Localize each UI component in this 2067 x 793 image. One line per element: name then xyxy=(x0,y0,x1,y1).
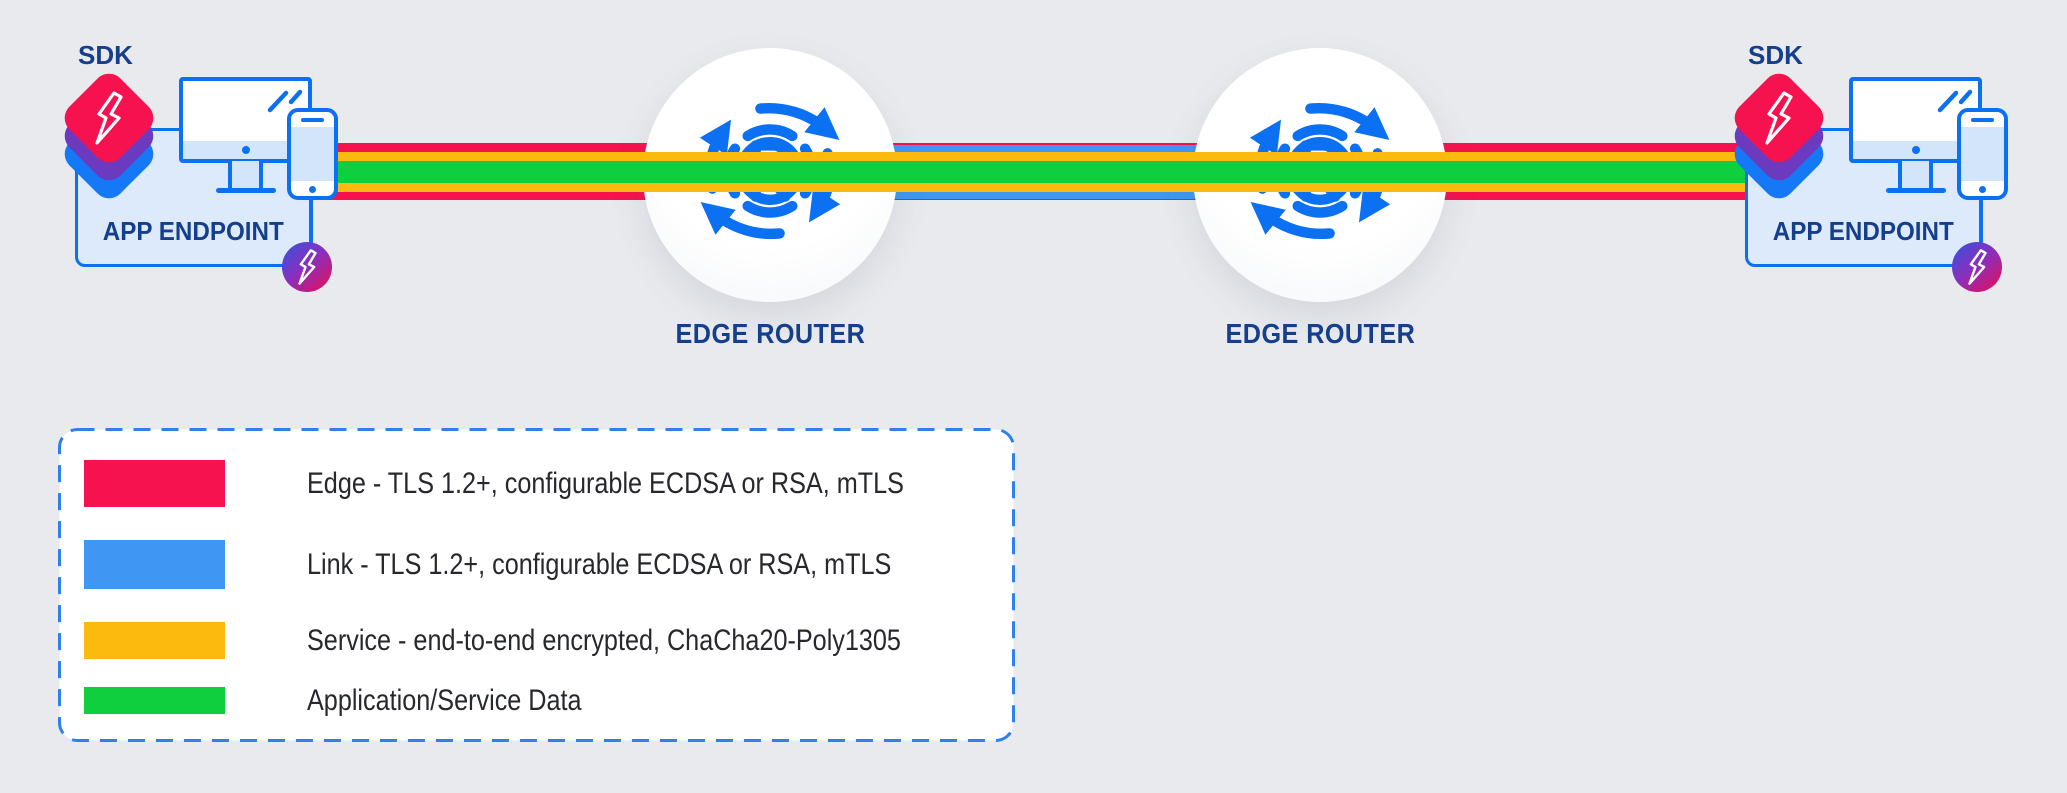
sdk-label: SDK xyxy=(1748,40,1803,70)
sdk-label: SDK xyxy=(78,40,133,70)
legend-dashed-border xyxy=(58,428,1015,742)
legend-row: Application/Service Data xyxy=(84,684,634,717)
endpoint-connector-line xyxy=(309,197,313,247)
ziti-bolt-icon xyxy=(1765,91,1793,145)
sdk-stack-icon xyxy=(58,67,160,169)
edge-router-label: EDGE ROUTER xyxy=(1225,318,1415,349)
legend-swatch-data xyxy=(84,687,225,714)
monitor-stand xyxy=(228,161,263,191)
endpoint-connector-line xyxy=(1979,197,1983,247)
phone-home-dot xyxy=(1979,186,1986,193)
phone-speaker xyxy=(1971,118,1994,122)
app-endpoint-left: SDK xyxy=(0,0,420,340)
legend-row: Edge - TLS 1.2+, configurable ECDSA or R… xyxy=(84,460,1018,507)
monitor-bezel xyxy=(1853,141,1978,159)
ziti-badge-icon xyxy=(282,242,332,292)
monitor-button-dot xyxy=(1912,146,1920,154)
app-endpoint-label: APP ENDPOINT xyxy=(103,216,284,246)
stripe-service-bottom xyxy=(310,183,1747,192)
monitor-base xyxy=(1886,188,1946,193)
legend-label: Service - end-to-end encrypted, ChaCha20… xyxy=(307,623,901,657)
legend-swatch-edge xyxy=(84,460,225,507)
legend-label: Link - TLS 1.2+, configurable ECDSA or R… xyxy=(307,547,892,581)
ziti-badge-icon xyxy=(1952,242,2002,292)
legend-label: Application/Service Data xyxy=(307,683,582,717)
monitor-bezel xyxy=(183,141,308,159)
phone-screen xyxy=(291,127,334,181)
legend-row: Link - TLS 1.2+, configurable ECDSA or R… xyxy=(84,540,1003,589)
stripe-link-bottom xyxy=(770,192,1320,199)
wireless-signal-icon xyxy=(1937,89,1973,113)
badge-bolt-icon xyxy=(1967,249,1987,285)
smartphone-icon xyxy=(1957,108,2008,200)
legend-box: Edge - TLS 1.2+, configurable ECDSA or R… xyxy=(58,428,1015,742)
app-endpoint-right: SDK xyxy=(1670,0,2067,340)
phone-home-dot xyxy=(309,186,316,193)
legend-swatch-service xyxy=(84,622,225,659)
legend-label: Edge - TLS 1.2+, configurable ECDSA or R… xyxy=(307,466,904,500)
stripe-service-top xyxy=(310,152,1747,161)
monitor-button-dot xyxy=(242,146,250,154)
monitor-base xyxy=(216,188,276,193)
legend-swatch-link xyxy=(84,540,225,589)
legend-row: Service - end-to-end encrypted, ChaCha20… xyxy=(84,622,1014,659)
stripe-application-data xyxy=(310,161,1747,183)
edge-router-label: EDGE ROUTER xyxy=(675,318,865,349)
wireless-signal-icon xyxy=(267,89,303,113)
phone-screen xyxy=(1961,127,2004,181)
badge-bolt-icon xyxy=(297,249,317,285)
stripe-link-top xyxy=(770,144,1320,152)
ziti-bolt-icon xyxy=(95,91,123,145)
smartphone-icon xyxy=(287,108,338,200)
sdk-stack-icon xyxy=(1728,67,1830,169)
app-endpoint-label: APP ENDPOINT xyxy=(1773,216,1954,246)
monitor-stand xyxy=(1898,161,1933,191)
phone-speaker xyxy=(301,118,324,122)
